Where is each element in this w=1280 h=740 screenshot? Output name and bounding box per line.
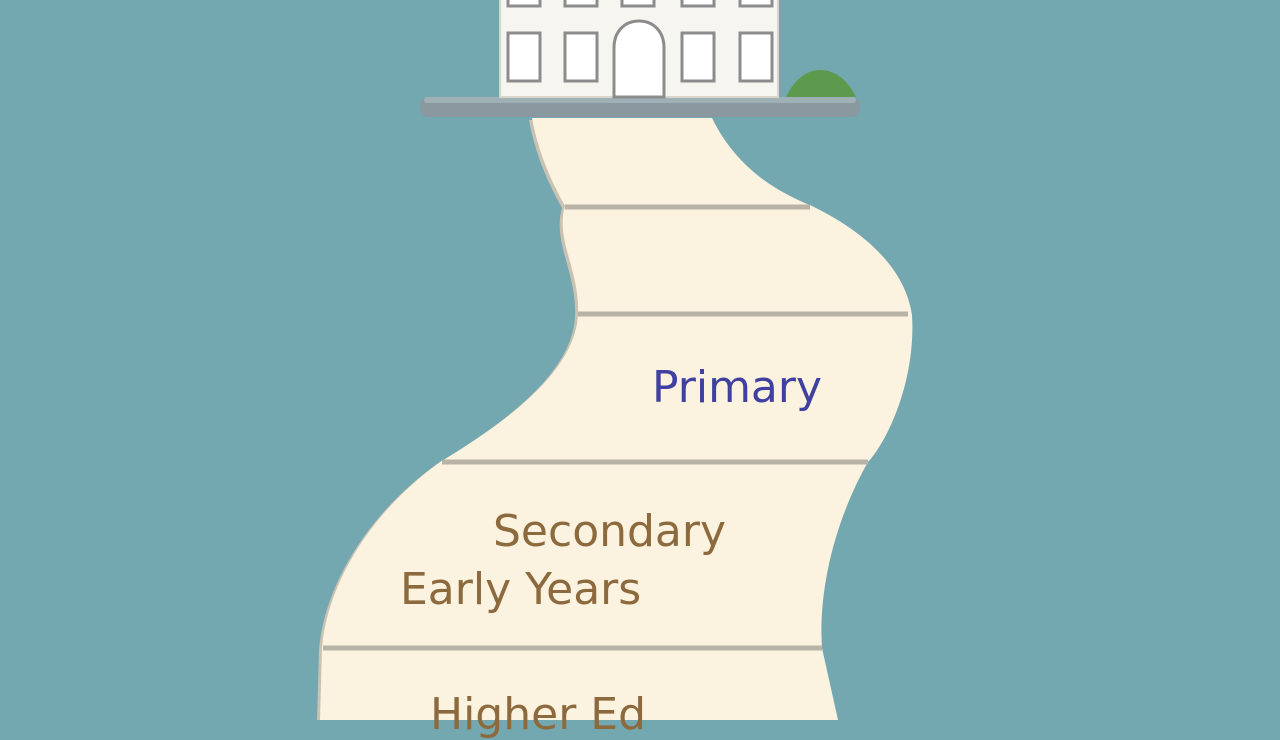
stage-label-primary: Primary — [652, 362, 823, 413]
window — [738, 0, 774, 8]
window — [680, 31, 716, 83]
school-building-icon — [499, 0, 779, 99]
winding-path — [317, 118, 913, 720]
window — [620, 0, 656, 8]
window — [506, 0, 542, 8]
stage-label-higher-ed: Higher Ed — [430, 689, 647, 740]
path-surface — [320, 118, 913, 720]
education-path-illustration — [317, 0, 913, 720]
window — [563, 0, 599, 8]
door — [612, 19, 666, 99]
stage-label-secondary: Secondary — [493, 506, 727, 557]
window — [563, 31, 599, 83]
window — [506, 31, 542, 83]
stage-label-early-years: Early Years — [400, 564, 642, 615]
window — [680, 0, 716, 8]
platform-highlight — [424, 97, 856, 103]
window — [738, 31, 774, 83]
hill-icon — [786, 70, 856, 97]
